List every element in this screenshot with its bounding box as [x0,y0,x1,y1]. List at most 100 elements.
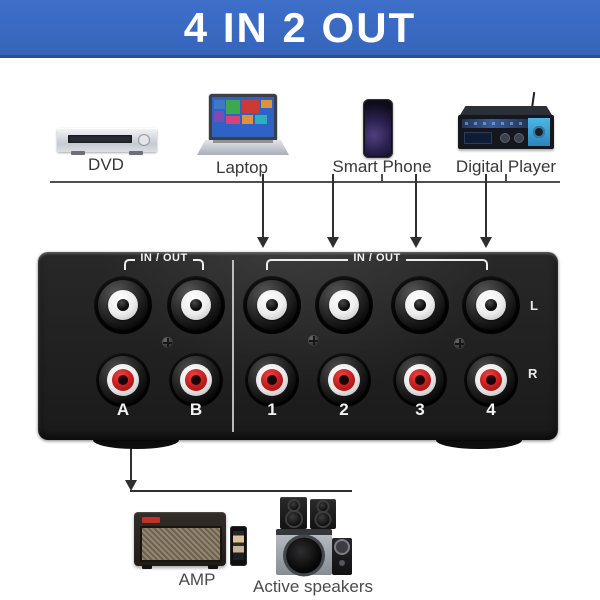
speaker-driver [289,501,298,510]
arrow-down-icon [327,237,339,248]
laptop-icon [197,94,289,160]
smartphone-icon [363,99,393,158]
digital-player-label: Digital Player [455,157,557,176]
rca-jack-red-4 [464,353,518,407]
port-label-4: 4 [486,400,496,419]
title-banner: 4 IN 2 OUT [0,0,600,58]
port-label-B: B [189,400,203,419]
tile [214,111,224,122]
input-arrow-line [485,174,487,238]
jack-hole [339,375,349,385]
subwoofer-top [276,529,332,535]
input-arrow-line [262,174,264,238]
dvd-display [68,135,132,143]
active-speakers-label: Active speakers [253,577,373,596]
jack-hole [118,375,128,385]
knob [533,126,545,138]
amp-icon [134,510,250,569]
section-divider [232,260,234,432]
laptop-base [197,140,289,155]
connector-tick [505,174,507,182]
satellite-speaker [310,499,336,529]
rca-jack-red-A [96,353,150,407]
port-label-A: A [116,400,130,419]
tile [255,115,267,124]
rca-jack-red-B [169,353,223,407]
tile [261,100,272,108]
dvd-knob [138,134,150,146]
speaker-control-unit [332,538,352,575]
arrow-down-icon [257,237,269,248]
digital-player-display [464,132,492,144]
rca-jack-white-3 [391,276,449,334]
jack-hole [415,375,425,385]
rca-jack-white-A [94,276,152,334]
port-label-2: 2 [339,400,349,419]
rca-jack-white-B [167,276,225,334]
tile [226,100,240,114]
laptop-screen [209,94,277,140]
subwoofer [276,529,332,575]
subwoofer-driver [286,537,322,574]
amp-body [134,512,226,569]
arrow-down-icon [480,237,492,248]
smartphone-label: Smart Phone [332,157,432,176]
jack-hole [267,375,277,385]
dvd-label: DVD [88,155,124,174]
screw-icon [162,337,173,348]
amp-grille [140,526,222,562]
satellite-speaker [280,497,307,529]
smartphone-screen [365,101,391,156]
tile [242,100,259,113]
dvd-player-icon [55,118,161,158]
screw-icon [454,338,465,349]
output-section-bracket: IN / OUT [124,252,205,270]
arrow-down-icon [410,237,422,248]
digital-player-lid [460,106,552,115]
rca-jack-red-2 [317,353,371,407]
digital-player-display-strip [462,119,528,128]
screw-icon [308,335,319,346]
input-arrow-line [415,174,417,238]
control-dot [339,560,345,566]
rca-jack-white-2 [315,276,373,334]
dvd-body [57,128,157,155]
connector-tick [381,174,383,182]
bracket-arm [124,259,136,270]
bracket-arm [192,259,205,270]
amp-foot [208,565,218,569]
rca-jack-red-1 [245,353,299,407]
laptop-label: Laptop [216,158,268,177]
laptop-hinge [213,140,273,143]
bracket-arm [266,259,349,270]
digital-player-body [458,115,554,149]
tile [242,115,253,124]
dvd-foot [129,151,143,155]
amp-remote [230,526,247,566]
rca-jack-white-1 [243,276,301,334]
output-section-header: IN / OUT [140,252,188,264]
speaker-driver [316,513,330,526]
smartphone-body [363,99,393,158]
arrow-down-icon [125,480,137,491]
amp-foot [142,565,152,569]
channel-label-right: R [528,366,538,381]
speaker-driver [286,512,301,526]
output-bus-line [130,490,352,492]
active-speakers-icon [274,495,356,579]
knob [514,133,524,143]
audio-switcher-chassis: IN / OUT IN / OUT A B 1 2 3 4 [38,252,558,440]
amp-label: AMP [178,570,216,589]
volume-knob [336,541,348,553]
channel-label-left: L [530,298,538,313]
tile [214,100,225,109]
jack-hole [191,375,201,385]
source-bus-line [50,181,560,183]
jack-hole [486,375,496,385]
amp-badge [142,517,160,523]
dvd-foot [71,151,85,155]
input-section-bracket: IN / OUT [266,252,489,270]
port-label-1: 1 [267,400,277,419]
input-arrow-line [332,174,334,238]
